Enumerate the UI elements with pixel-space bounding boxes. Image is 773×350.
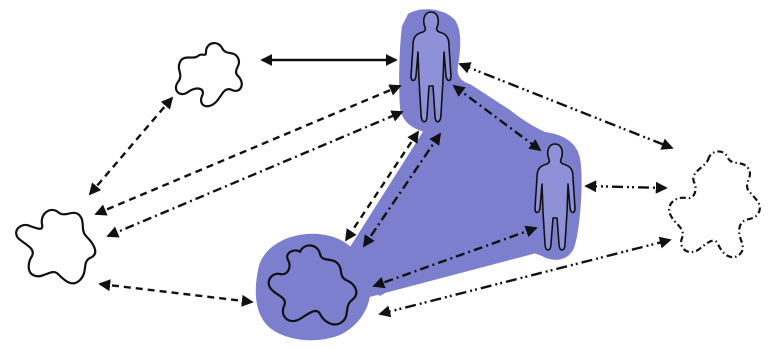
edge-person-right-to-shape-right <box>584 180 668 194</box>
edge-shape-left-to-person-top-dashed <box>94 84 402 216</box>
edge-person-top-to-shape-bottom-dashdot <box>362 132 442 248</box>
edges <box>88 54 674 318</box>
person-icon <box>410 11 452 123</box>
wavy-blob-icon <box>174 42 243 108</box>
node-shape-left <box>15 208 97 285</box>
person-icon <box>534 143 576 251</box>
wavy-blob-icon <box>15 208 97 285</box>
wavy-blob-icon <box>267 244 358 326</box>
node-person-top <box>410 11 452 123</box>
wavy-blob-icon <box>668 150 761 259</box>
node-person-right <box>534 143 576 251</box>
edge-shape-bottom-to-shape-right <box>378 236 672 318</box>
node-shape-bottom-center <box>267 244 358 326</box>
edge-shape-left-to-shape-bottom <box>98 279 254 307</box>
node-shape-top-left <box>174 42 243 108</box>
node-shape-right <box>668 150 761 259</box>
edge-person-top-to-shape-right <box>458 62 674 150</box>
edge-shape-top-left-to-shape-left <box>88 96 174 196</box>
edge-shape-left-to-person-top-dashdot <box>106 110 404 238</box>
